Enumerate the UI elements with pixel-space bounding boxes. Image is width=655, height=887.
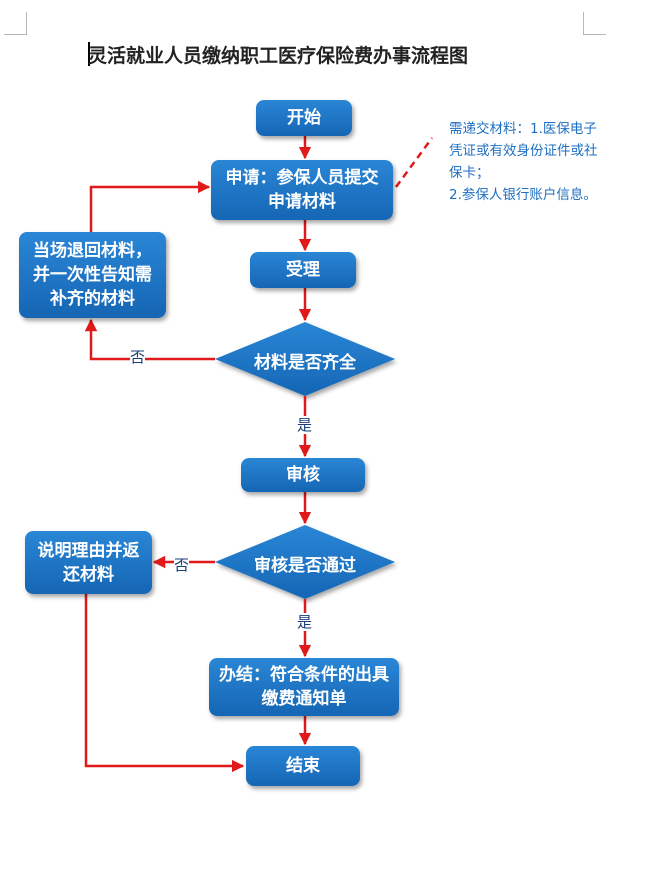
node-start: 开始	[256, 100, 352, 136]
page-corner-marker-left	[4, 12, 27, 35]
edge-label-complete-yes: 是	[297, 416, 313, 434]
node-finish: 办结：符合条件的出具缴费通知单	[209, 658, 399, 716]
node-explain-return: 说明理由并返还材料	[25, 531, 152, 594]
note-connector-dashed	[394, 137, 434, 188]
edge-label-complete-no: 否	[130, 348, 146, 366]
decision-complete-shape	[215, 322, 395, 396]
page-title: 灵活就业人员缴纳职工医疗保险费办事流程图	[88, 45, 469, 67]
arrow-check-no-to-return	[84, 318, 215, 361]
node-accept: 受理	[250, 252, 356, 288]
arrow-explain-to-end	[84, 594, 245, 773]
page-corner-marker-right	[583, 12, 606, 35]
required-materials-note: 需递交材料：1.医保电子凭证或有效身份证件或社保卡； 2.参保人银行账户信息。	[449, 118, 607, 206]
node-return-materials: 当场退回材料，并一次性告知需补齐的材料	[19, 232, 166, 318]
node-apply: 申请：参保人员提交申请材料	[211, 160, 393, 220]
node-review-passed: 审核是否通过	[254, 556, 356, 576]
edge-label-passed-yes: 是	[297, 613, 313, 631]
node-end: 结束	[246, 746, 360, 786]
node-review: 审核	[241, 458, 365, 492]
arrow-return-to-apply	[89, 180, 211, 232]
note-line-2: 2.参保人银行账户信息。	[449, 187, 597, 203]
note-line-1: 需递交材料：1.医保电子凭证或有效身份证件或社保卡；	[449, 121, 598, 181]
decision-passed-shape	[215, 525, 395, 599]
text-cursor	[88, 42, 90, 66]
edge-label-passed-no: 否	[174, 556, 190, 574]
node-check-complete: 材料是否齐全	[254, 353, 356, 373]
